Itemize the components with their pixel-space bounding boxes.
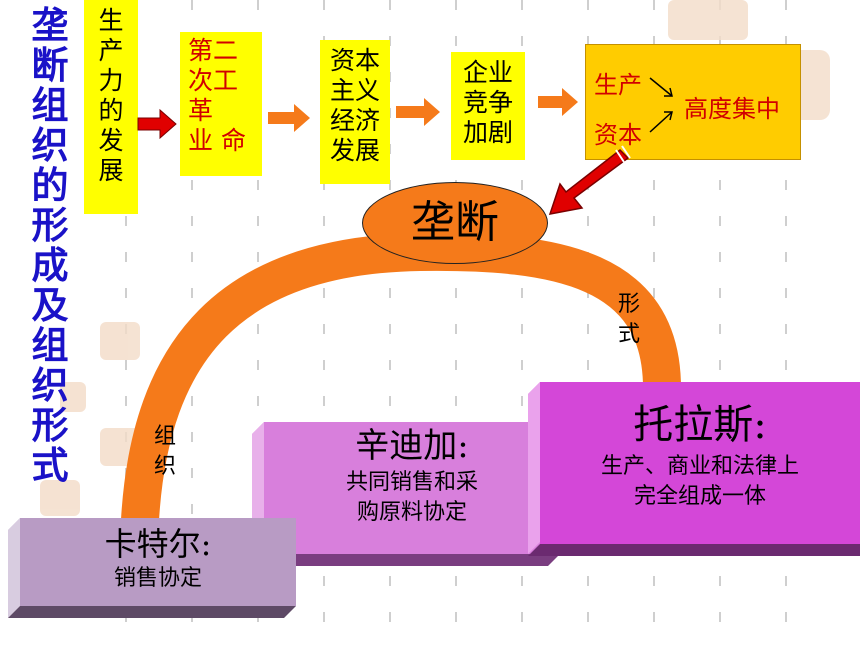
arrow-icon-1 <box>137 108 177 140</box>
flow-box-competition: 企业 竞争 加剧 <box>451 52 525 160</box>
flow-box-2-line-3: 业 命 <box>188 126 246 155</box>
syndicate-card: 辛迪加: 共同销售和采 购原料协定 <box>264 424 560 528</box>
flow-box-concentration: 生产 资本 高度集中 <box>585 44 801 160</box>
organize-label-text: 组织 <box>153 424 176 479</box>
organize-label: 组织 <box>152 422 178 482</box>
flow-box-4-line-1: 企业 <box>462 58 513 87</box>
arrow-icon-2 <box>268 104 310 132</box>
flow-box-2-line-2: 次工 革 <box>188 66 239 125</box>
concentration-result: 高度集中 <box>684 95 780 123</box>
flow-box-3-line-1: 资本 <box>329 46 380 75</box>
flow-box-3-line-2: 主义 <box>329 76 380 105</box>
cartel-desc: 销售协定 <box>113 566 202 591</box>
flow-box-3-line-4: 发展 <box>329 136 380 165</box>
arrow-icon-4 <box>538 88 578 116</box>
cartel-name: 卡特尔: <box>104 525 212 563</box>
flow-box-2-line-1: 第二 <box>188 36 239 65</box>
syndicate-desc-line-1: 共同销售和采 <box>345 470 478 495</box>
arrow-icon-prod <box>649 77 673 97</box>
cartel-card-shape <box>8 518 296 618</box>
flow-box-3-line-3: 经济 <box>329 106 380 135</box>
form-label: 形式 <box>616 290 642 350</box>
cartel-card: 卡特尔: 销售协定 <box>20 524 296 594</box>
trust-name: 托拉斯: <box>633 402 767 448</box>
trust-card-shape <box>528 382 860 556</box>
concentration-capital: 资本 <box>594 121 642 149</box>
syndicate-desc-line-2: 购原料协定 <box>356 500 467 525</box>
flow-box-productivity-text: 生产力的发展 <box>98 6 124 185</box>
trust-desc-line-2: 完全组成一体 <box>633 484 766 509</box>
monopoly-label: 垄断 <box>411 197 499 248</box>
arrow-icon-to-monopoly <box>548 145 631 215</box>
arrow-icon-3 <box>396 98 440 126</box>
flow-box-capitalism: 资本 主义 经济 发展 <box>320 40 390 184</box>
concentration-production: 生产 <box>594 71 642 99</box>
syndicate-card-shape <box>252 422 560 566</box>
flow-box-industrial-revolution: 第二 次工 革 业 命 <box>180 32 262 176</box>
page-title: 垄断组织的形成及组织形式 <box>31 4 69 487</box>
form-label-text: 形式 <box>617 292 640 347</box>
flow-box-4-line-2: 竞争 <box>462 88 513 117</box>
flow-box-productivity: 生产力的发展 <box>84 0 138 214</box>
monopoly-ellipse <box>362 182 548 264</box>
syndicate-name: 辛迪加: <box>355 426 469 466</box>
arrow-icon-cap <box>649 111 673 133</box>
trust-card: 托拉斯: 生产、商业和法律上 完全组成一体 <box>540 398 860 512</box>
trust-desc-line-1: 生产、商业和法律上 <box>600 454 799 479</box>
flow-box-4-line-3: 加剧 <box>462 118 513 147</box>
